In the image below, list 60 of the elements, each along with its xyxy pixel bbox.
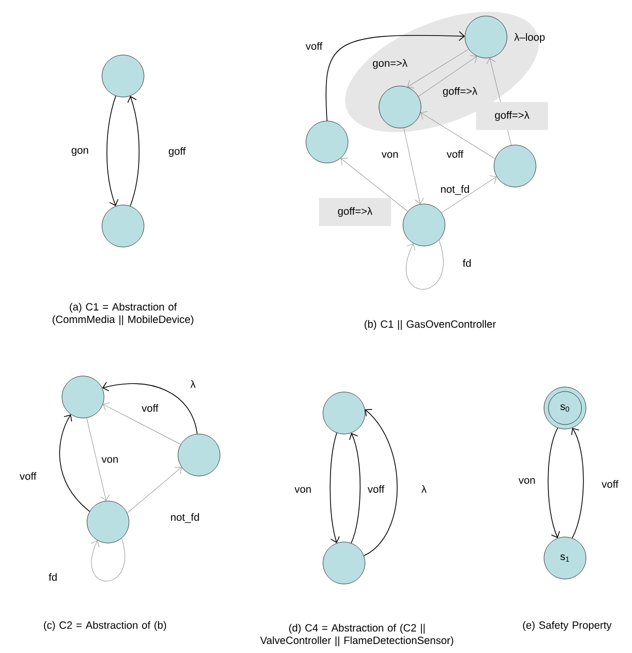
state-circle bbox=[178, 434, 220, 476]
arrow bbox=[326, 31, 465, 122]
state-circle bbox=[322, 542, 366, 584]
edge-label: goff=>λ bbox=[319, 198, 391, 226]
edge-label: not_fd bbox=[441, 185, 469, 195]
edge-label: von bbox=[294, 487, 311, 493]
state-circle bbox=[464, 16, 508, 58]
caption: (e) Safety Property bbox=[523, 621, 612, 631]
state-circle bbox=[306, 120, 348, 164]
arrow bbox=[330, 432, 340, 544]
edge-label: voff bbox=[602, 480, 618, 488]
edge-label: goff=>λ bbox=[443, 87, 478, 97]
edge-label: von bbox=[518, 478, 535, 484]
arrow bbox=[90, 538, 125, 582]
caption: (a) C1 = Abstraction of (CommMedia || MobileDevice) bbox=[52, 302, 194, 326]
arrow bbox=[548, 428, 560, 538]
caption: (c) C2 = Abstraction of (b) bbox=[44, 621, 166, 631]
arrow bbox=[349, 432, 361, 544]
arrow bbox=[571, 428, 584, 538]
caption: (d) C4 = Abstraction of (C2 || ValveController || FlameDetectionSensor) bbox=[260, 624, 454, 646]
arrow bbox=[126, 466, 182, 514]
edge-label: goff bbox=[168, 147, 186, 157]
edge-label: λ bbox=[190, 380, 196, 388]
arrow bbox=[403, 128, 424, 204]
edge-label: voff bbox=[306, 42, 322, 50]
edge-label: von bbox=[102, 457, 118, 463]
arrow bbox=[103, 402, 181, 445]
edge-label: gon bbox=[72, 148, 88, 156]
state-circle bbox=[322, 392, 366, 434]
state-circle bbox=[102, 204, 144, 248]
edge-label: voff bbox=[446, 150, 464, 158]
state-circle bbox=[378, 86, 422, 128]
edge-label: gon=>λ bbox=[372, 59, 408, 69]
state-circle bbox=[86, 500, 130, 544]
arrow bbox=[406, 240, 444, 290]
edge-label: von bbox=[382, 152, 398, 158]
state-circle bbox=[102, 54, 144, 98]
arrow bbox=[340, 158, 408, 212]
edge-label: goff=>λ bbox=[476, 102, 548, 130]
edge-label: fd bbox=[462, 259, 471, 267]
state-circle bbox=[494, 144, 536, 188]
edge-label: voff bbox=[368, 485, 384, 493]
arrow bbox=[59, 414, 90, 512]
edge-label: λ bbox=[421, 485, 427, 493]
caption: (b) C1 || GasOvenController bbox=[364, 320, 496, 330]
edge-label: voff bbox=[142, 404, 158, 412]
arrow bbox=[127, 96, 140, 206]
arrow bbox=[102, 382, 198, 434]
arrow bbox=[364, 409, 398, 556]
arrow bbox=[106, 96, 118, 206]
arrow bbox=[86, 418, 110, 501]
arrow bbox=[418, 55, 477, 97]
edge-label: not_fd bbox=[171, 513, 199, 523]
edge-label: voff bbox=[20, 472, 36, 480]
arrow bbox=[407, 48, 469, 88]
arrow bbox=[420, 111, 496, 159]
state-circle bbox=[62, 376, 104, 418]
edge-label: fd bbox=[48, 573, 57, 581]
state-circle bbox=[402, 204, 446, 246]
arrow bbox=[441, 176, 497, 214]
